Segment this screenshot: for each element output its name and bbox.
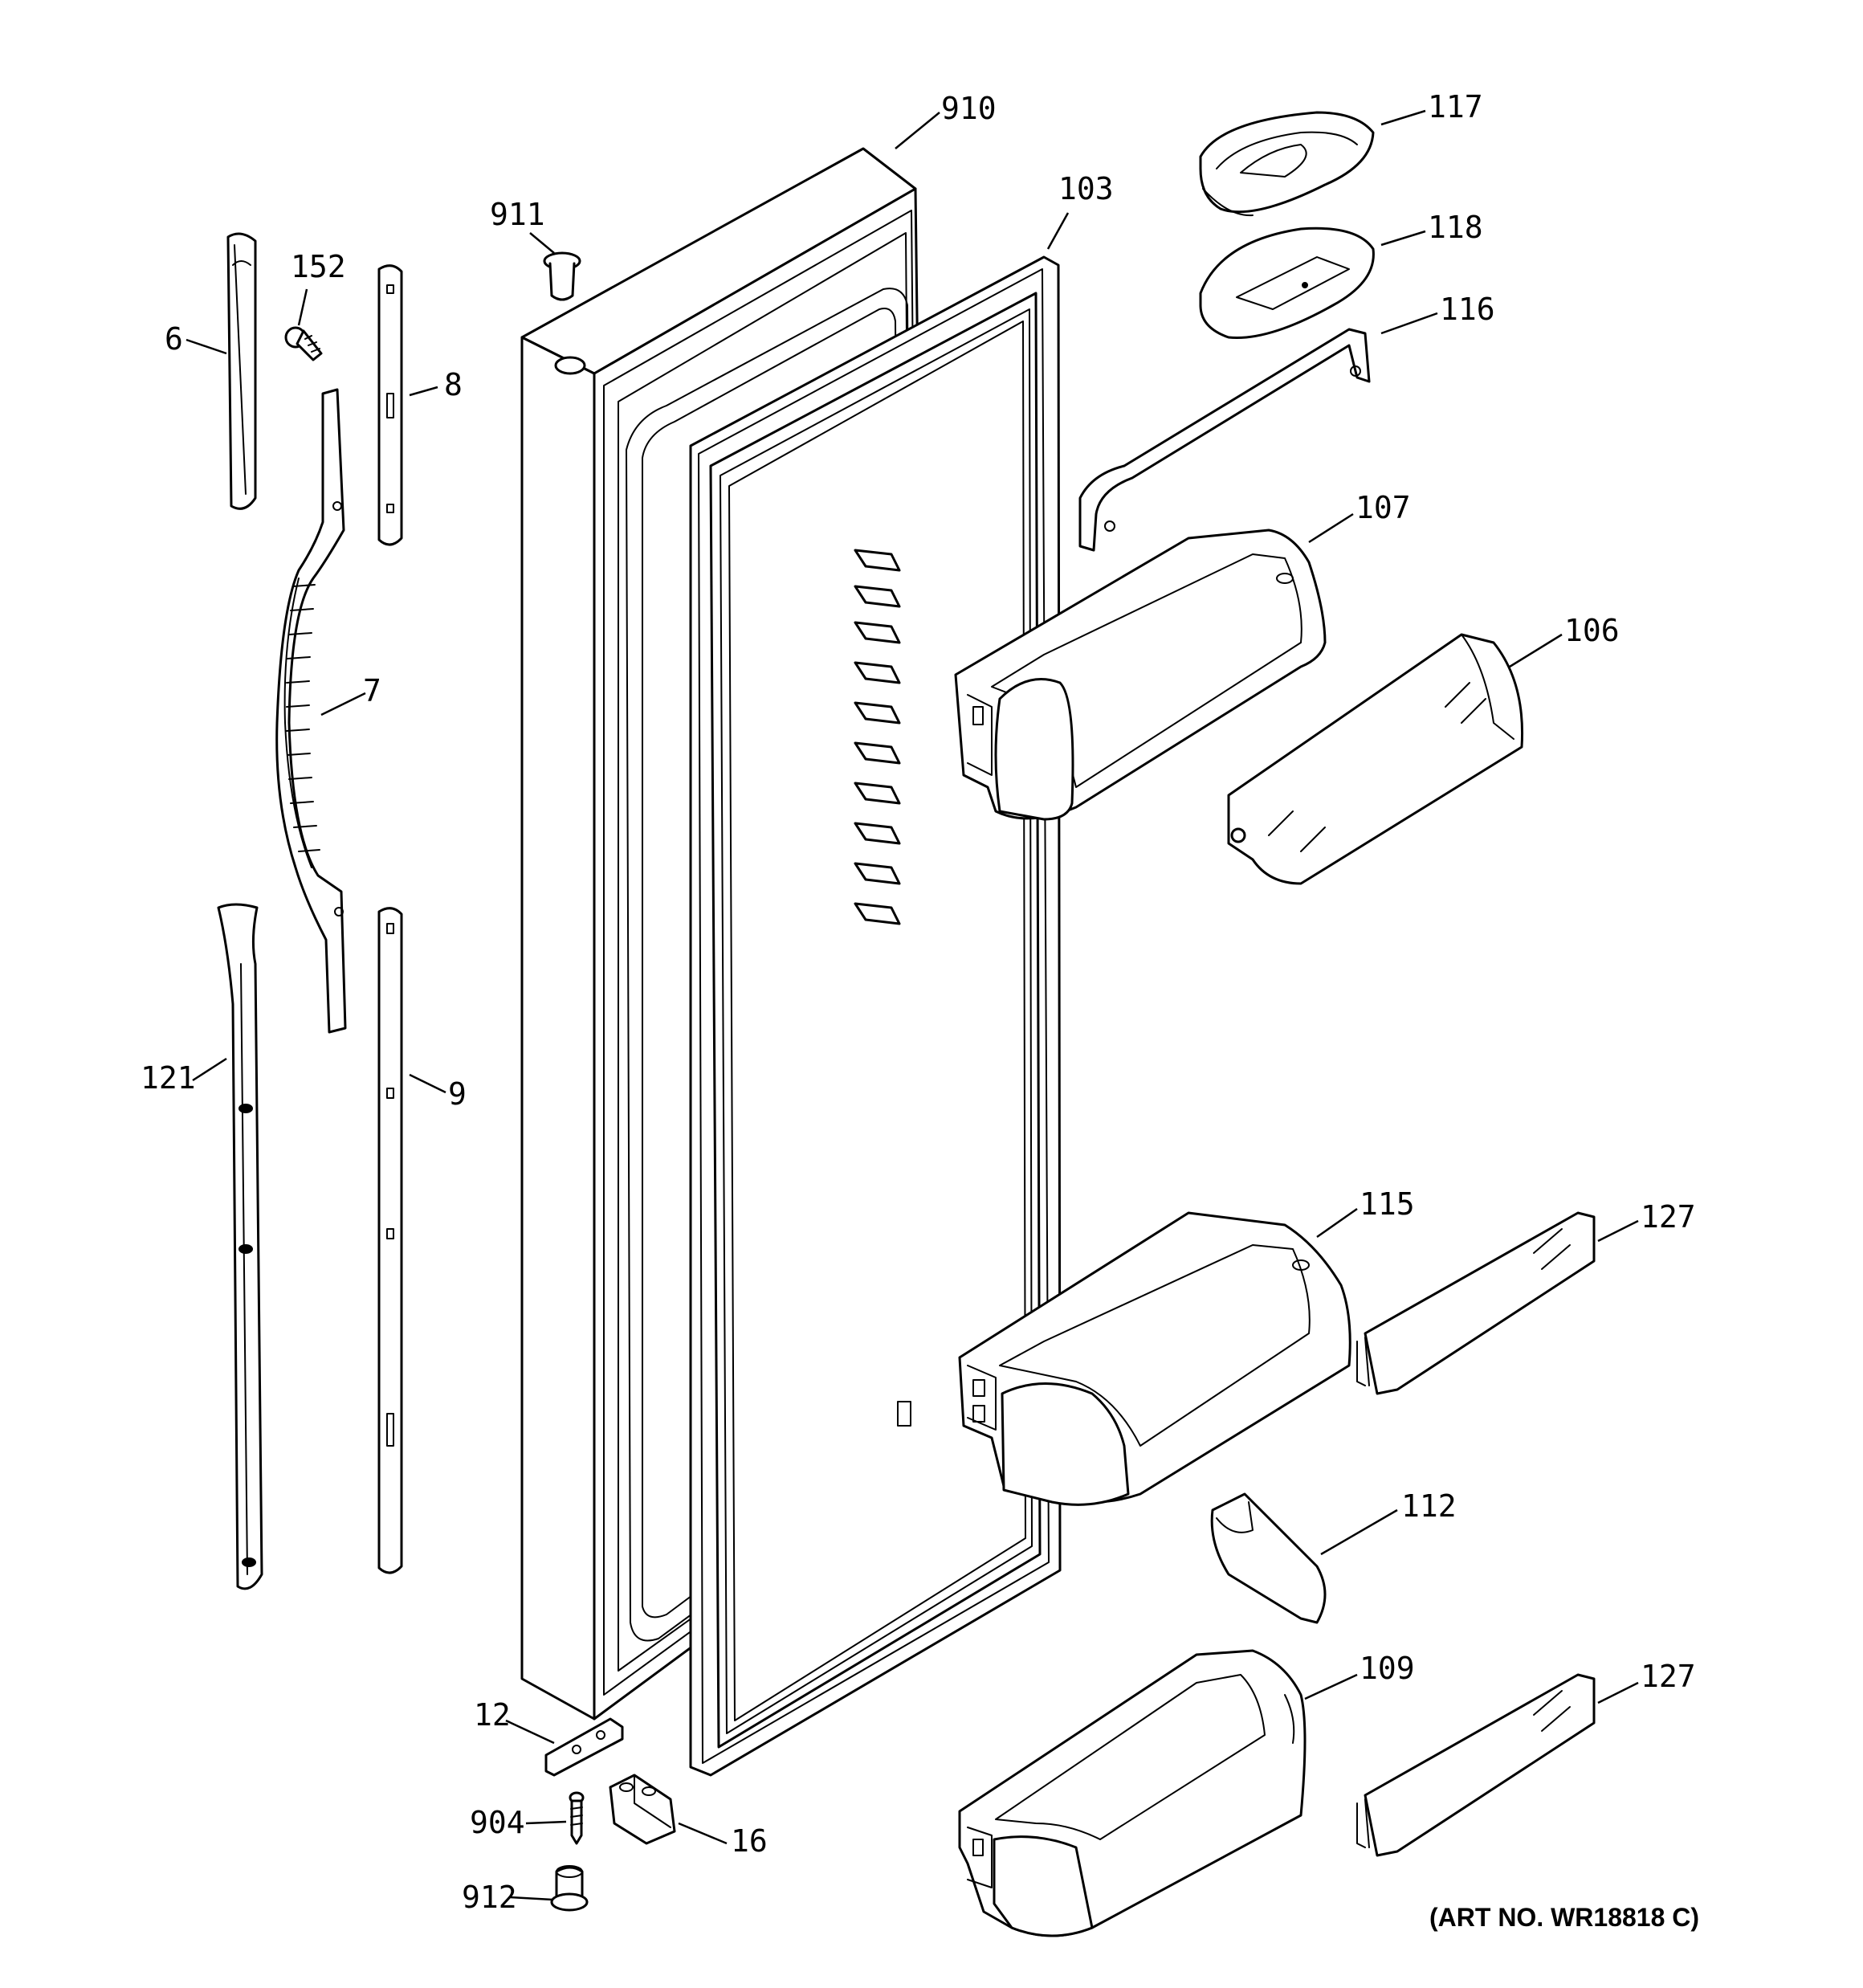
part-904-screw [569,1791,585,1845]
label-106: 106 [1564,613,1620,648]
part-121-trim [217,903,263,1590]
part-12-shim [544,1717,624,1777]
part-8-strip [377,264,403,546]
label-117: 117 [1428,89,1483,125]
label-16: 16 [731,1823,768,1859]
label-7: 7 [363,673,381,708]
label-121: 121 [141,1060,196,1096]
leader-lines [185,109,1639,1901]
label-912: 912 [462,1880,517,1915]
part-115-bin [958,1211,1351,1506]
label-115: 115 [1360,1186,1415,1222]
label-910: 910 [941,91,997,126]
label-103: 103 [1058,171,1114,206]
label-911: 911 [490,197,545,232]
label-12: 12 [474,1697,511,1733]
callout-labels: 6 152 8 7 121 9 911 910 103 117 118 116 … [141,89,1699,1932]
part-117-cover [1199,111,1375,217]
art-number: (ART NO. WR18818 C) [1429,1903,1699,1932]
part-107-bin [954,529,1327,821]
label-112: 112 [1401,1488,1457,1524]
part-116-bracket [1078,328,1371,552]
part-912-bushing [550,1865,589,1912]
part-109-bin [958,1649,1307,1937]
part-103-gasket [689,255,1062,1777]
handle-grip-ridges [286,584,320,852]
label-107: 107 [1355,490,1411,525]
part-127-panel-upper [1356,1211,1596,1395]
part-152-screw [284,326,323,361]
label-109: 109 [1360,1651,1415,1686]
label-9: 9 [448,1076,467,1112]
label-127-upper: 127 [1641,1199,1696,1235]
part-106-panel [1227,633,1524,885]
label-8: 8 [444,367,463,402]
part-9-strip [377,907,403,1574]
part-118-base [1199,227,1375,339]
label-118: 118 [1428,210,1483,245]
label-127-lower: 127 [1641,1659,1696,1694]
label-116: 116 [1440,292,1495,327]
part-6-trim [226,232,257,510]
label-152: 152 [291,249,346,284]
label-904: 904 [470,1805,525,1840]
label-6: 6 [165,321,183,357]
part-112-clip [1210,1492,1327,1624]
part-127-panel-lower [1356,1673,1596,1857]
part-7-handle [275,388,347,1034]
part-16-hinge [609,1774,676,1845]
part-911-bushing [543,251,581,301]
shelf-clips [854,549,901,925]
